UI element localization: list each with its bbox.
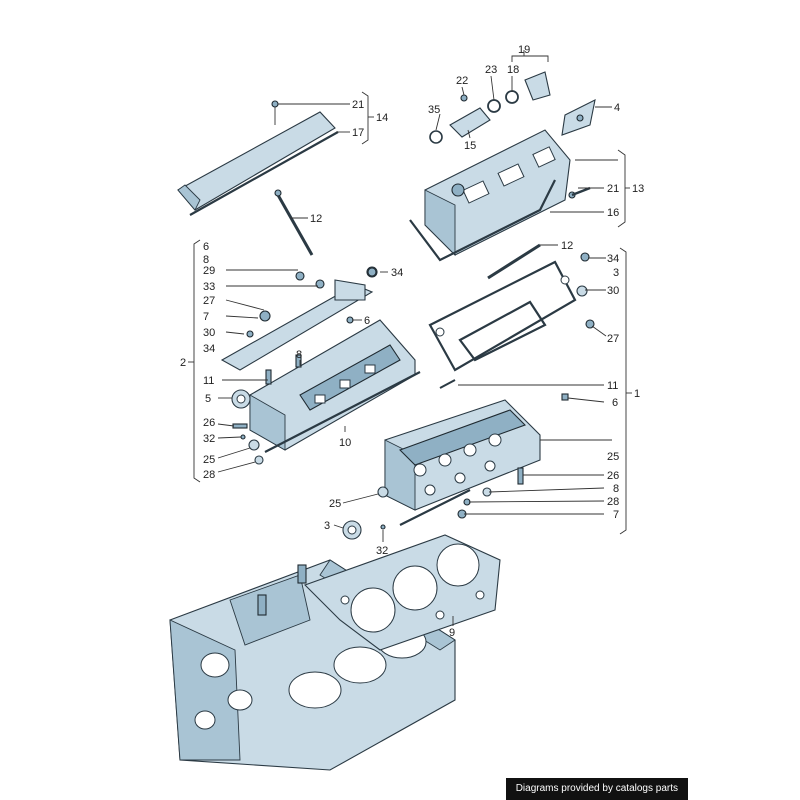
- camshaft-adjuster-left[interactable]: [231, 389, 264, 465]
- callout-17[interactable]: 17: [352, 127, 364, 139]
- callout-7-left[interactable]: 7: [203, 311, 209, 323]
- callout-21-right[interactable]: 21: [607, 183, 619, 195]
- callout-29[interactable]: 29: [203, 265, 215, 277]
- cylinder-head-right[interactable]: [384, 399, 541, 526]
- leader-lines: [188, 50, 632, 626]
- callout-23[interactable]: 23: [485, 64, 497, 76]
- callout-8-right[interactable]: 8: [613, 483, 619, 495]
- callout-16[interactable]: 16: [607, 207, 619, 219]
- callout-10[interactable]: 10: [339, 437, 351, 449]
- breather-parts[interactable]: [429, 71, 596, 199]
- callout-33[interactable]: 33: [203, 281, 215, 293]
- callout-25-left[interactable]: 25: [203, 454, 215, 466]
- callout-8-left[interactable]: 8: [203, 254, 209, 266]
- callout-5[interactable]: 5: [205, 393, 211, 405]
- valve-cover-left[interactable]: [177, 100, 339, 216]
- callout-12-right[interactable]: 12: [561, 240, 573, 252]
- callout-6-right[interactable]: 6: [612, 397, 618, 409]
- head-gasket[interactable]: [303, 534, 501, 651]
- callout-27-left[interactable]: 27: [203, 295, 215, 307]
- callout-26-left[interactable]: 26: [203, 417, 215, 429]
- callout-11-left[interactable]: 11: [203, 375, 214, 387]
- callout-26-right[interactable]: 26: [607, 470, 619, 482]
- callout-34-right[interactable]: 34: [607, 253, 619, 265]
- callout-32-left[interactable]: 32: [203, 433, 215, 445]
- callout-9[interactable]: 9: [449, 627, 455, 639]
- callout-34-mid[interactable]: 34: [391, 267, 403, 279]
- callout-2[interactable]: 2: [180, 357, 186, 369]
- callout-15[interactable]: 15: [464, 140, 476, 152]
- callout-3-bottom[interactable]: 3: [324, 520, 330, 532]
- callout-1[interactable]: 1: [634, 388, 640, 400]
- callout-14[interactable]: 14: [376, 112, 388, 124]
- callout-6-left[interactable]: 6: [203, 241, 209, 253]
- callout-11-right[interactable]: 11: [607, 380, 618, 392]
- bearing-bridge-left[interactable]: [220, 266, 378, 385]
- camshaft-adjuster-right[interactable]: [342, 252, 595, 540]
- callout-22[interactable]: 22: [456, 75, 468, 87]
- bolt-12-left[interactable]: [274, 189, 314, 256]
- callout-27-right[interactable]: 27: [607, 333, 619, 345]
- callout-30-left[interactable]: 30: [203, 327, 215, 339]
- callout-25-right[interactable]: 25: [607, 451, 619, 463]
- callout-6-mid[interactable]: 6: [364, 315, 370, 327]
- callout-35[interactable]: 35: [428, 104, 440, 116]
- callout-4[interactable]: 4: [614, 102, 620, 114]
- callout-34-left[interactable]: 34: [203, 343, 215, 355]
- callout-13[interactable]: 13: [632, 183, 644, 195]
- callout-25-bottom[interactable]: 25: [329, 498, 341, 510]
- callout-28-left[interactable]: 28: [203, 469, 215, 481]
- cylinder-head-left[interactable]: [249, 319, 421, 453]
- callout-21-top[interactable]: 21: [352, 99, 364, 111]
- callout-32-bottom[interactable]: 32: [376, 545, 388, 557]
- callout-30-right[interactable]: 30: [607, 285, 619, 297]
- callout-18[interactable]: 18: [507, 64, 519, 76]
- callout-8-mid[interactable]: 8: [296, 349, 302, 361]
- footer-credit: Diagrams provided by catalogs parts: [505, 778, 688, 800]
- callout-7-right[interactable]: 7: [613, 509, 619, 521]
- callout-19[interactable]: 19: [518, 44, 530, 56]
- callout-3-right[interactable]: 3: [613, 267, 619, 279]
- valve-cover-right[interactable]: [409, 129, 571, 262]
- bearing-bridge-right[interactable]: [428, 243, 577, 389]
- callout-12-left[interactable]: 12: [310, 213, 322, 225]
- callout-labels: 19 23 18 22 35 15 4 21 14 17 13 21 16 12…: [180, 44, 644, 639]
- callout-28-right[interactable]: 28: [607, 496, 619, 508]
